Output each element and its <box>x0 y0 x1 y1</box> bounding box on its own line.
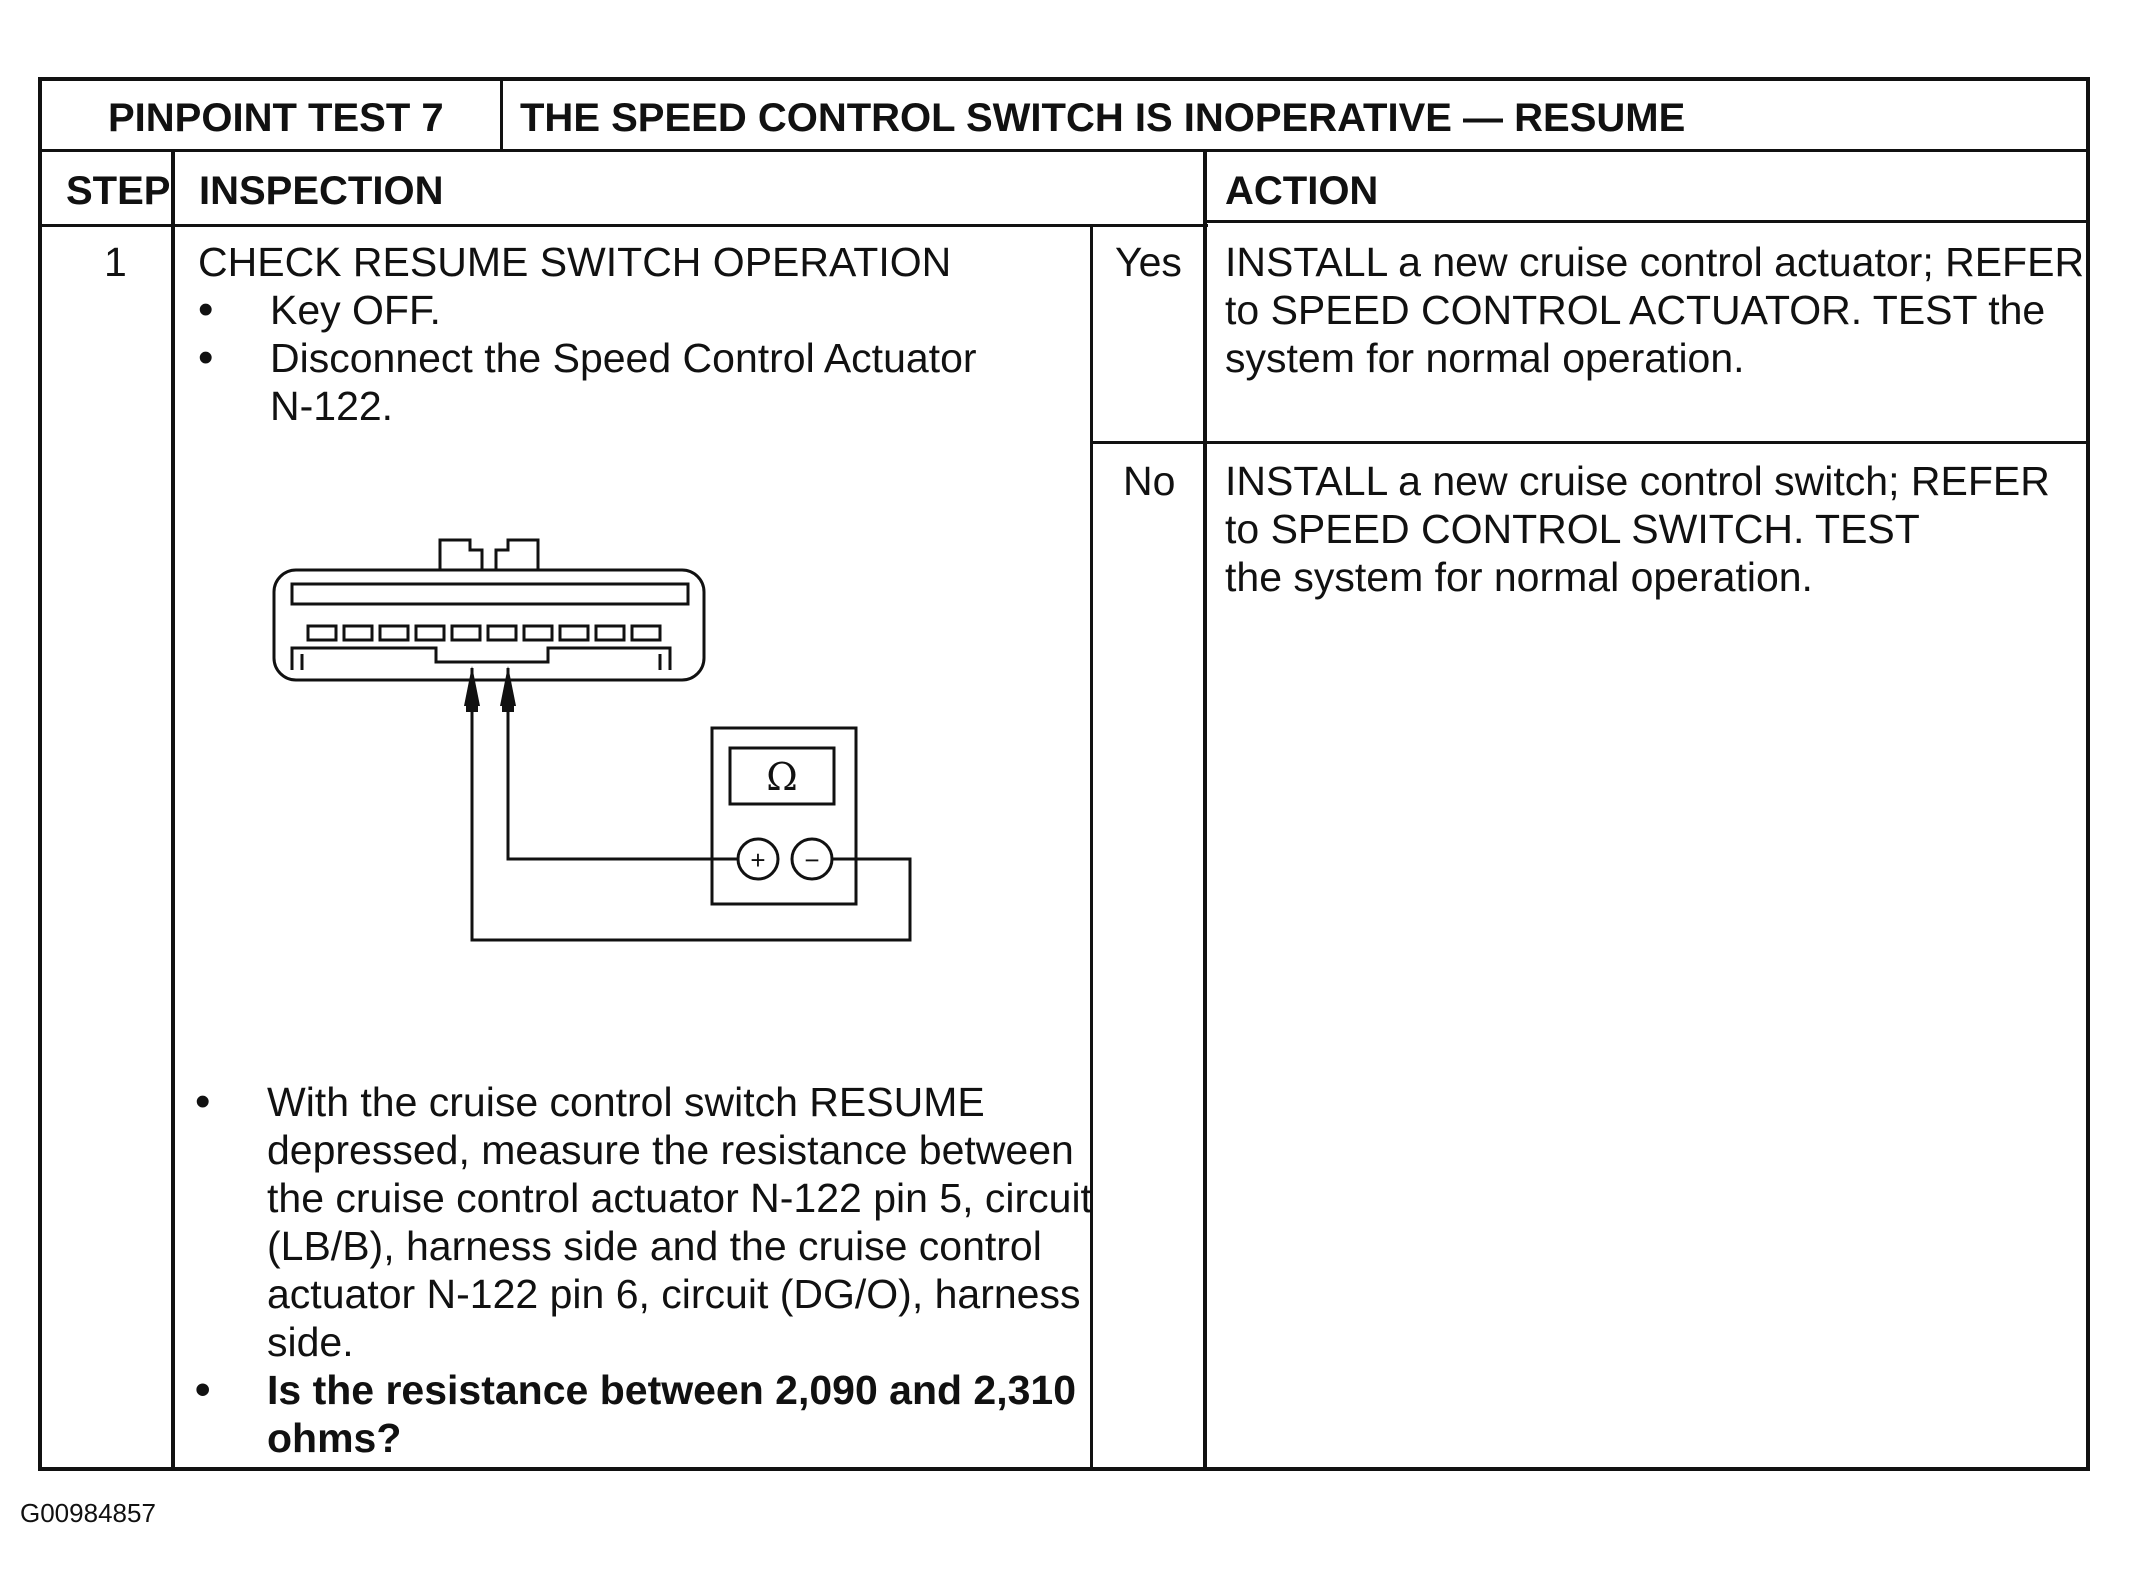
step-number: 1 <box>104 239 127 285</box>
positive-terminal-label: + <box>750 845 765 875</box>
action-column-divider <box>1203 150 1207 1470</box>
measurement-steps: With the cruise control switch RESUME de… <box>195 1078 1092 1462</box>
test-number: PINPOINT TEST 7 <box>108 96 444 140</box>
ohm-symbol: Ω <box>766 755 798 799</box>
step-column-divider <box>171 150 175 1470</box>
action-yes: INSTALL a new cruise control actuator; R… <box>1225 239 2085 381</box>
answer-yes: Yes <box>1115 239 1182 285</box>
step-column-header: STEP <box>66 169 171 213</box>
action-column-header: ACTION <box>1225 169 1379 213</box>
test-title: THE SPEED CONTROL SWITCH IS INOPERATIVE … <box>520 96 1686 140</box>
action-no: INSTALL a new cruise control switch; REF… <box>1225 458 2050 600</box>
negative-terminal-label: − <box>804 845 819 875</box>
column-header-divider-right <box>1203 220 2090 223</box>
inspection-column-header: INSPECTION <box>199 169 444 213</box>
step-title: CHECK RESUME SWITCH OPERATION <box>198 239 952 285</box>
list-item: Disconnect the Speed Control Actuator N-… <box>198 334 977 430</box>
pre-test-steps: Key OFF. Disconnect the Speed Control Ac… <box>198 286 977 430</box>
header-split <box>500 77 503 151</box>
pinpoint-test-table <box>38 77 2090 1471</box>
column-header-divider-left <box>38 224 1208 227</box>
answer-column-divider <box>1090 224 1093 1470</box>
answer-no: No <box>1123 458 1176 504</box>
result-divider <box>1090 441 2090 444</box>
connector-meter-diagram: Ω + − <box>272 538 912 942</box>
test-question: Is the resistance between 2,090 and 2,31… <box>195 1366 1092 1462</box>
figure-id: G00984857 <box>20 1498 156 1528</box>
header-divider <box>38 149 2090 152</box>
list-item: Key OFF. <box>198 286 977 334</box>
list-item: With the cruise control switch RESUME de… <box>195 1078 1092 1366</box>
